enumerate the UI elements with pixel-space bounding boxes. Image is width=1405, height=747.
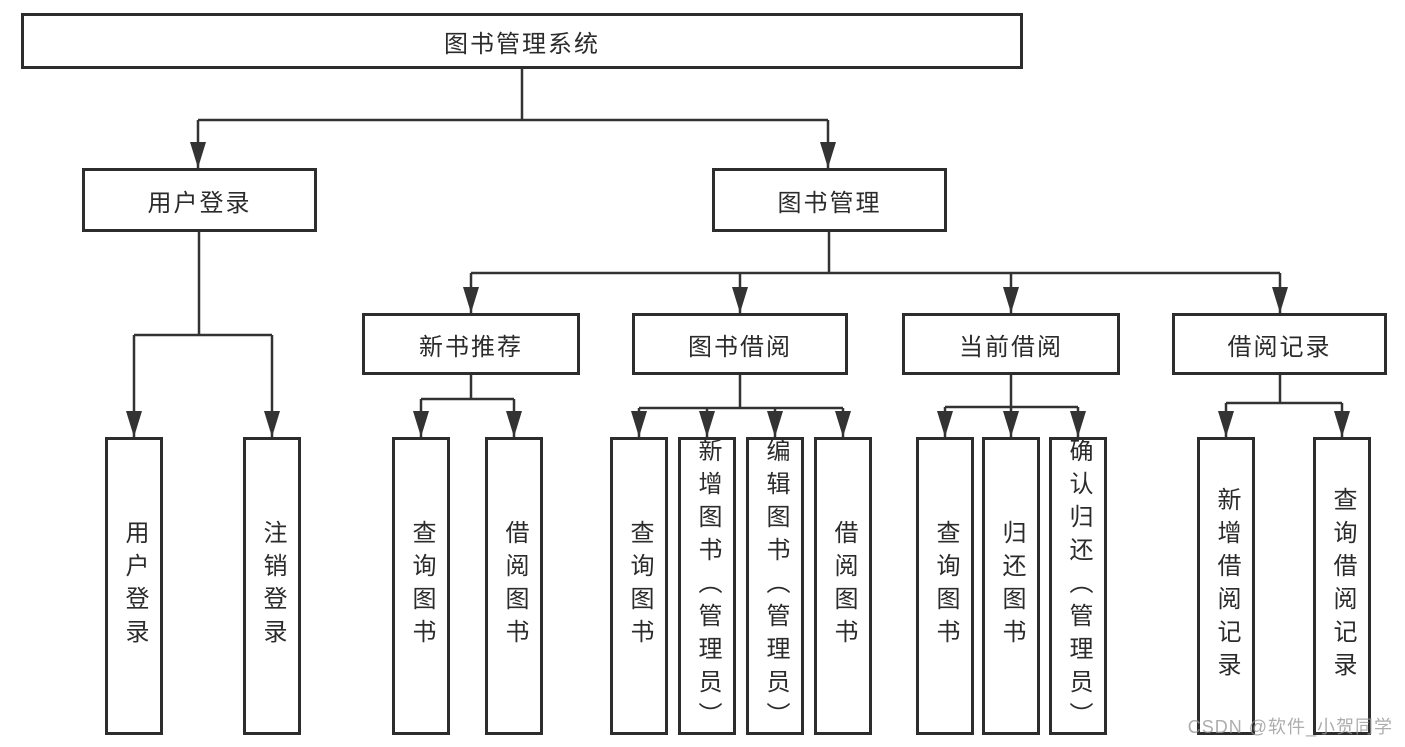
leaf-return-books-label: 归还图书 <box>998 520 1025 652</box>
node-user-login-label: 用户登录 <box>147 189 252 217</box>
leaf-edit-book-admin: 编辑图书（管理员） <box>746 437 804 735</box>
leaf-borrow-books-1-label: 借阅图书 <box>501 520 528 652</box>
node-borrowing-records-label: 借阅记录 <box>1227 333 1332 361</box>
leaf-query-borrow-record-label: 查询借阅记录 <box>1329 487 1356 685</box>
leaf-add-book-admin-label: 新增图书（管理员） <box>694 437 721 735</box>
node-borrowing-records: 借阅记录 <box>1172 313 1387 375</box>
node-library-management-system-label: 图书管理系统 <box>444 30 600 58</box>
leaf-add-book-admin: 新增图书（管理员） <box>678 437 736 735</box>
arrowhead-icons <box>126 142 1350 437</box>
leaf-query-books-2-label: 查询图书 <box>626 520 653 652</box>
leaf-edit-book-admin-label: 编辑图书（管理员） <box>762 437 789 735</box>
leaf-borrow-books-1: 借阅图书 <box>485 437 543 735</box>
node-current-borrowing: 当前借阅 <box>902 313 1120 375</box>
leaf-query-books-2: 查询图书 <box>610 437 668 735</box>
leaf-query-books-1: 查询图书 <box>392 437 450 735</box>
leaf-return-books: 归还图书 <box>982 437 1040 735</box>
leaf-confirm-return-admin-label: 确认归还（管理员） <box>1065 437 1092 735</box>
node-book-management-label: 图书管理 <box>777 189 882 217</box>
node-book-borrowing: 图书借阅 <box>632 313 848 375</box>
node-new-book-recommend-label: 新书推荐 <box>419 333 523 361</box>
leaf-add-borrow-record-label: 新增借阅记录 <box>1213 487 1240 685</box>
node-current-borrowing-label: 当前借阅 <box>959 333 1063 361</box>
leaf-query-borrow-record: 查询借阅记录 <box>1313 437 1371 735</box>
leaf-user-login-label: 用户登录 <box>121 520 148 652</box>
leaf-confirm-return-admin: 确认归还（管理员） <box>1049 437 1107 735</box>
node-user-login: 用户登录 <box>82 168 317 232</box>
leaf-query-books-3: 查询图书 <box>916 437 974 735</box>
node-library-management-system: 图书管理系统 <box>21 13 1023 69</box>
node-book-borrowing-label: 图书借阅 <box>688 333 792 361</box>
csdn-watermark: CSDN @软件_小贺同学 <box>1187 717 1393 737</box>
connector-path <box>132 69 1344 437</box>
leaf-logout: 注销登录 <box>243 437 301 735</box>
node-new-book-recommend: 新书推荐 <box>362 313 580 375</box>
leaf-user-login: 用户登录 <box>105 437 163 735</box>
leaf-logout-label: 注销登录 <box>259 520 286 652</box>
node-book-management: 图书管理 <box>712 168 947 232</box>
leaf-query-books-1-label: 查询图书 <box>408 520 435 652</box>
leaf-add-borrow-record: 新增借阅记录 <box>1197 437 1255 735</box>
leaf-query-books-3-label: 查询图书 <box>932 520 959 652</box>
leaf-borrow-books-2-label: 借阅图书 <box>830 520 857 652</box>
leaf-borrow-books-2: 借阅图书 <box>814 437 872 735</box>
